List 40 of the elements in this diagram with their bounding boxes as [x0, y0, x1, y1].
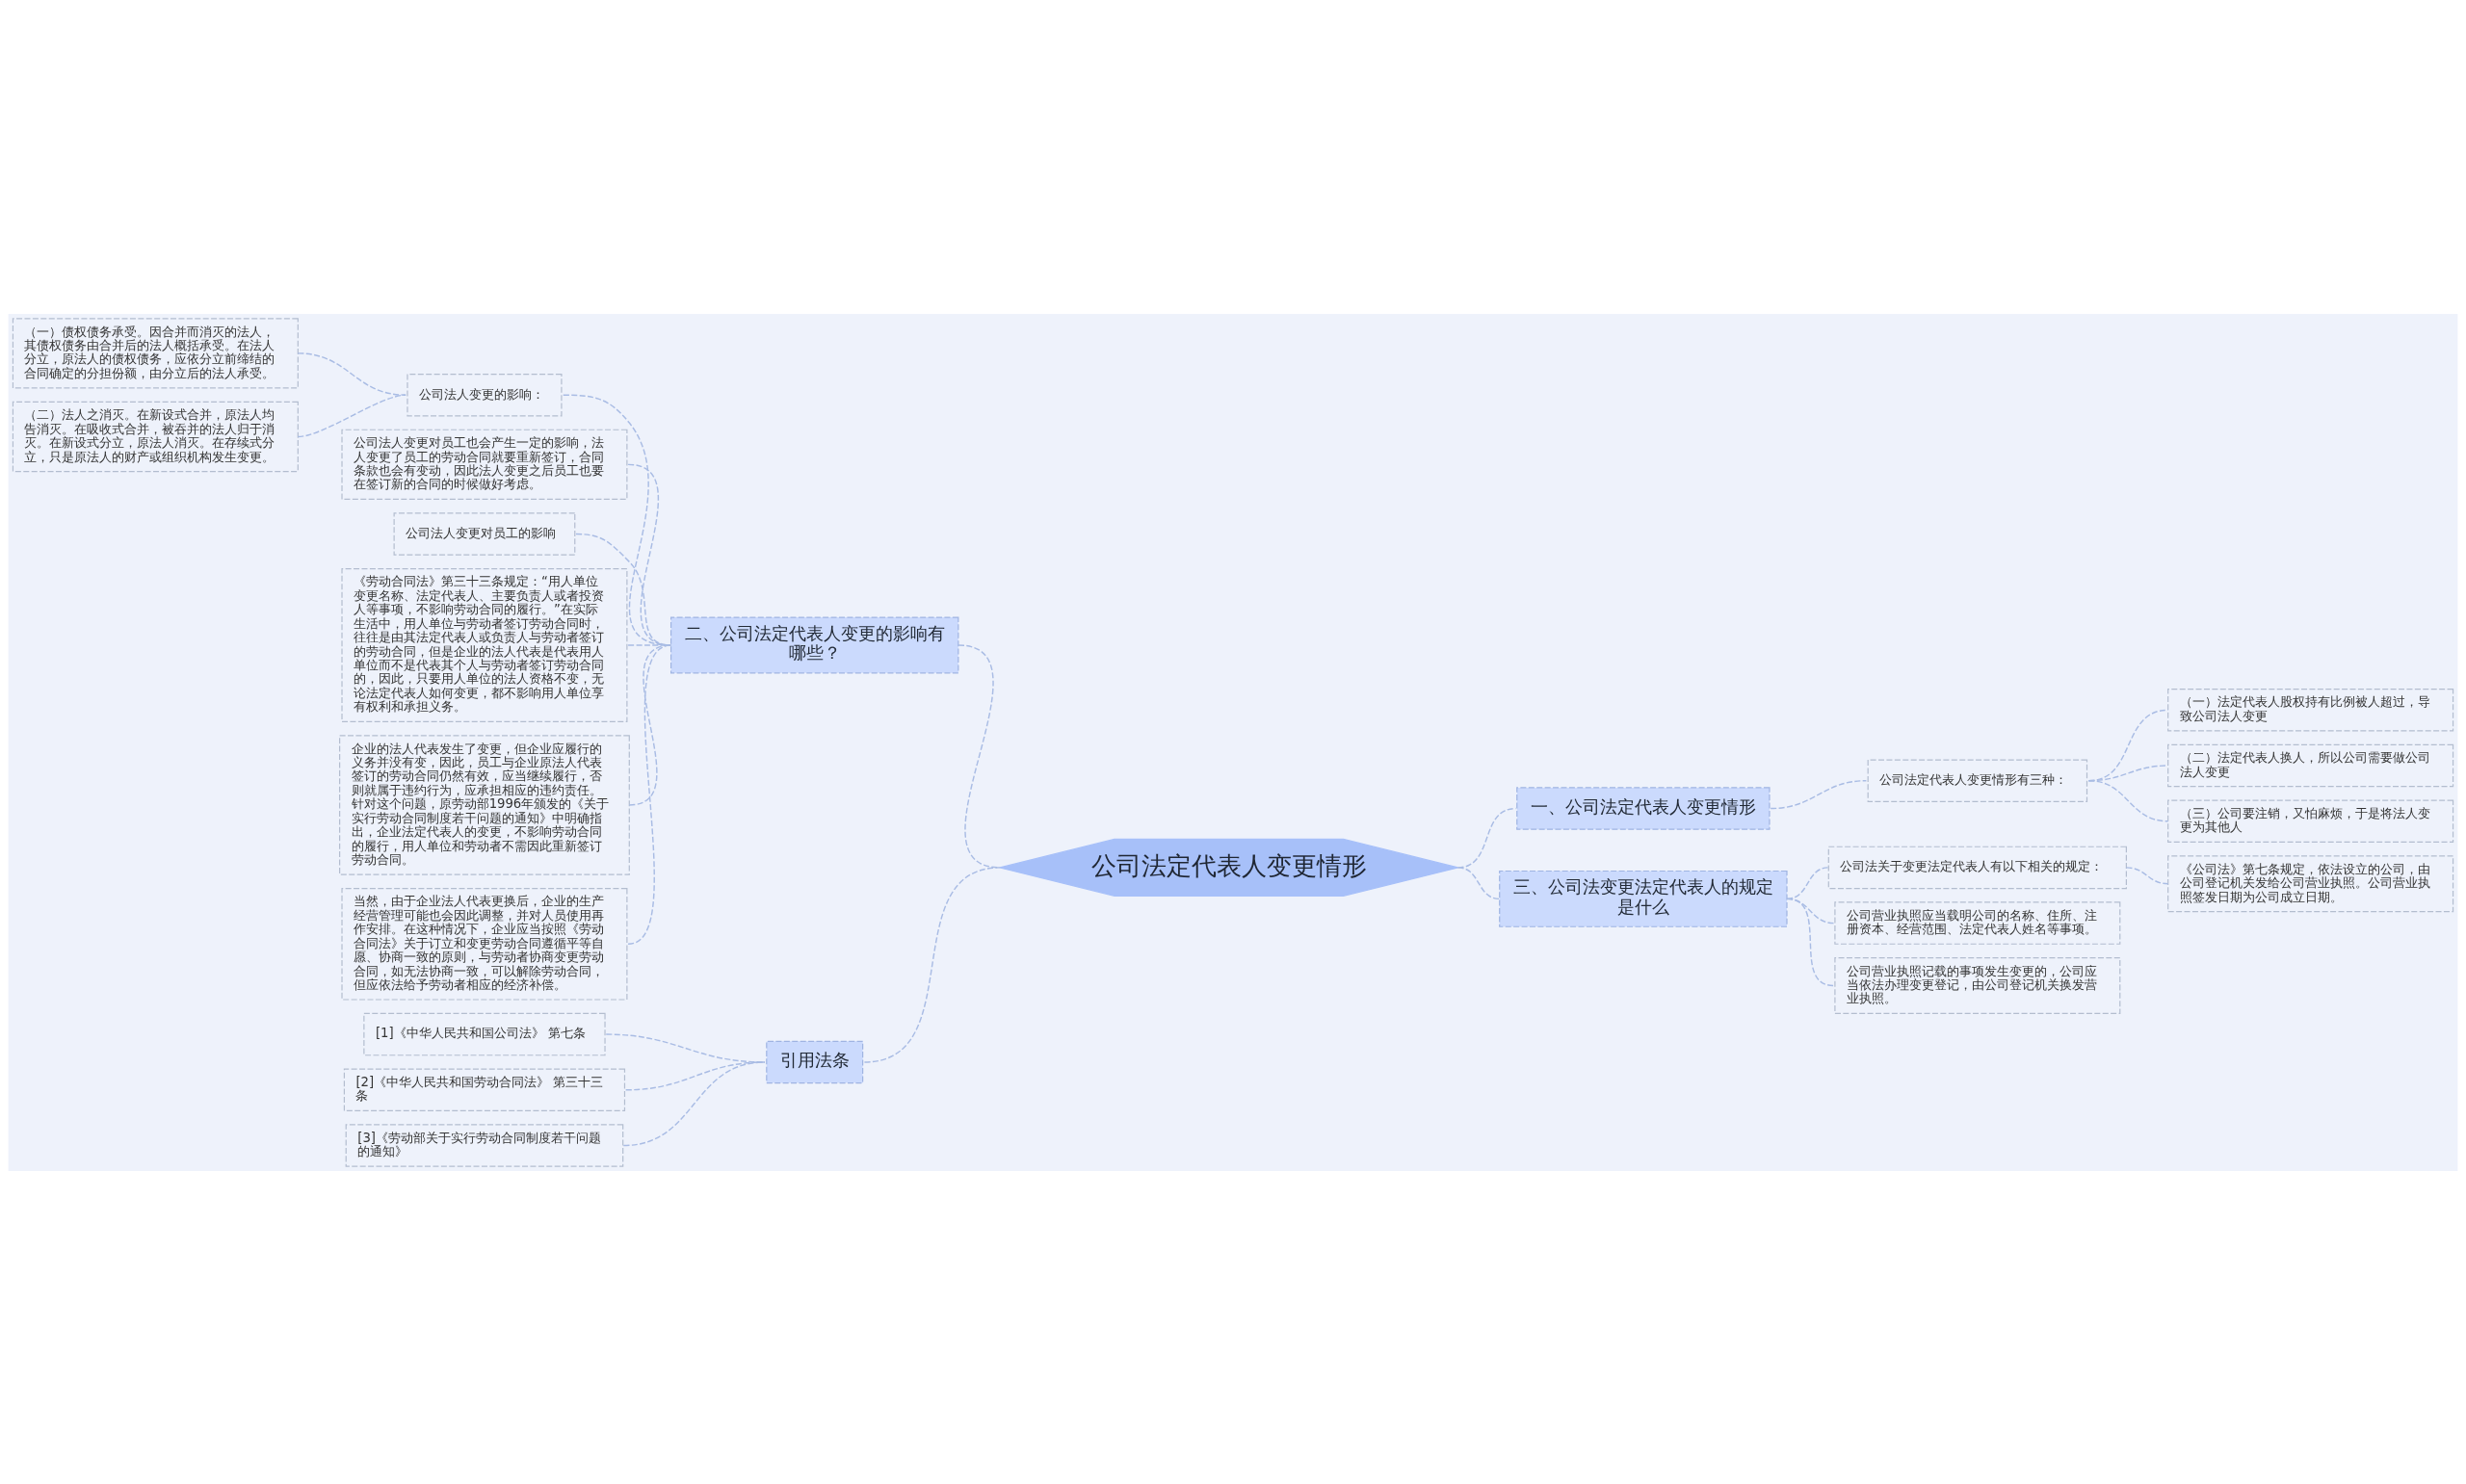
- node-box: 公司法定代表人变更情形有三种：: [1867, 758, 2088, 802]
- node-box: 当然，由于企业法人代表更换后，企业的生产经营管理可能也会因此调整，并对人员使用再作安排。在这种情况下，企业应当按照《劳动合同法》关于订立和变更劳动合同遵循平等自愿、协商一致的原则，与劳动者协商变更劳动合同，如无法协商一致，可以解除劳动合同，但应依法给予劳动者相应的经济补偿。: [341, 887, 628, 1001]
- connector: [863, 866, 1001, 1063]
- node-box: 企业的法人代表发生了变更，但企业应履行的义务并没有变，因此，员工与企业原法人代表签订的劳动合同仍然有效，应当继续履行，否则就属于违约行为，应承担相应的违约责任。针对这个问题，原劳动部1996年颁发的《关于实行劳动合同制度若干问题的通知》中明确指出，企业法定代表人的变更，不影响劳动合同的履行，用人单位和劳动者不需因此重新签订劳动合同。: [339, 734, 630, 875]
- node-box: 《公司法》第七条规定，依法设立的公司，由公司登记机关发给公司营业执照。公司营业执照签发日期为公司成立日期。: [2167, 854, 2454, 912]
- node-box: 公司营业执照记载的事项发生变更的，公司应当依法办理变更登记，由公司登记机关换发营业执照。: [1834, 956, 2121, 1014]
- node-box: （二）法人之消灭。在新设式合并，原法人均告消灭。在吸收式合并，被吞并的法人归于消灭。在新设式分立，原法人消灭。在存续式分立，只是原法人的财产或组织机构发生变更。: [12, 401, 299, 472]
- node-box: 公司法人变更对员工的影响: [393, 511, 576, 556]
- connector: [575, 533, 672, 646]
- connector: [297, 351, 407, 396]
- node-box: （三）公司要注销，又怕麻烦，于是将法人变更为其他人: [2167, 799, 2454, 843]
- connector: [628, 643, 672, 806]
- node-box: 公司法人变更的影响：: [407, 373, 563, 416]
- connector: [627, 463, 672, 646]
- node-box: 公司营业执照应当载明公司的名称、住所、注册资本、经营范围、法定代表人姓名等事项。: [1834, 900, 2121, 945]
- connector: [563, 393, 672, 646]
- node-box: 二、公司法定代表人变更的影响有哪些？: [670, 616, 959, 673]
- node-box: （二）法定代表人换人，所以公司需要做公司法人变更: [2167, 743, 2454, 787]
- node-box: 一、公司法定代表人变更情形: [1516, 786, 1771, 830]
- connector: [1786, 898, 1835, 986]
- connector: [1786, 866, 1829, 899]
- connector: [622, 1060, 766, 1146]
- connector: [627, 643, 672, 945]
- node-box: （一）债权债务承受。因合并而消灭的法人，其债权债务由合并后的法人概括承受。在法人分立，原法人的债权债务，应依分立前缔结的合同确定的分担份额，由分立后的法人承受。: [12, 317, 299, 389]
- node-box: 三、公司法变更法定代表人的规定是什么: [1499, 870, 1788, 927]
- connector: [2087, 779, 2169, 821]
- connector: [627, 643, 672, 646]
- node-box: 公司法关于变更法定代表人有以下相关的规定：: [1827, 846, 2127, 889]
- node-box: 《劳动合同法》第三十三条规定：“用人单位变更名称、法定代表人、主要负责人或者投资人等事项，不影响劳动合同的履行。”在实际生活中，用人单位与劳动者签订劳动合同时，往往是由其法定代表人或负责人与劳动者签订的劳动合同，但是企业的法人代表是代表用人单位而不是代表其个人与劳动者签订劳动合同的，因此，只要用人单位的法人资格不变，无论法定代表人如何变更，都不影响用人单位享有权利和承担义务。: [341, 567, 628, 722]
- node-box: [3]《劳动部关于实行劳动合同制度若干问题的通知》: [345, 1123, 624, 1167]
- connector: [1770, 779, 1868, 809]
- connector: [1456, 866, 1501, 899]
- connector: [2125, 866, 2169, 884]
- connector: [624, 1060, 766, 1091]
- node-box: （一）法定代表人股权持有比例被人超过，导致公司法人变更: [2167, 688, 2454, 732]
- connector: [297, 393, 407, 437]
- node-box: [1]《中华人民共和国公司法》 第七条: [363, 1012, 606, 1055]
- node-box: 引用法条: [766, 1040, 864, 1083]
- node-box: 公司法人变更对员工也会产生一定的影响，法人变更了员工的劳动合同就要重新签订，合同条款也会有变动，因此法人变更之后员工也要在签订新的合同的时候做好考虑。: [341, 429, 628, 500]
- node-box: [2]《中华人民共和国劳动合同法》 第三十三条: [343, 1068, 626, 1111]
